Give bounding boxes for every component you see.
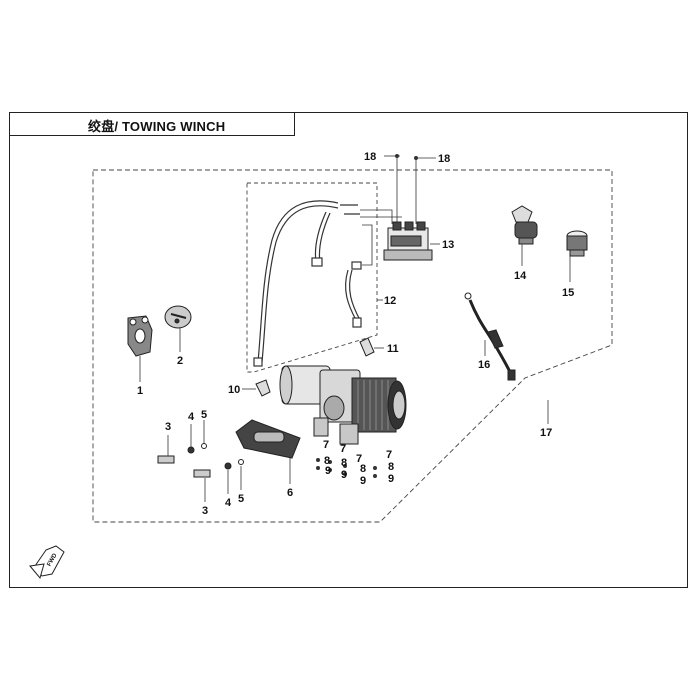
page-title: 绞盘/ TOWING WINCH xyxy=(88,119,226,134)
callout-6: 6 xyxy=(287,487,293,499)
assembly-outline-17 xyxy=(92,169,613,523)
fastener-set-c xyxy=(316,458,377,478)
fairlead-part xyxy=(235,419,301,459)
callout-12: 12 xyxy=(384,295,396,307)
wire-harness-part xyxy=(253,200,362,367)
fastener-set-b xyxy=(193,459,244,478)
callout-9d: 9 xyxy=(388,473,394,485)
callout-14: 14 xyxy=(514,270,527,282)
callout-8b: 8 xyxy=(341,457,347,469)
callout-4a: 4 xyxy=(188,411,195,423)
switch-part xyxy=(511,205,538,245)
leader-lines xyxy=(139,155,571,502)
contactor-part xyxy=(383,221,433,261)
callout-4b: 4 xyxy=(225,497,232,509)
callout-2: 2 xyxy=(177,355,183,367)
callout-9b: 9 xyxy=(341,469,347,481)
harness-outline-12 xyxy=(246,182,378,373)
callout-8a: 8 xyxy=(324,455,330,467)
callout-7a: 7 xyxy=(323,439,329,451)
callout-7c: 7 xyxy=(356,453,362,465)
callout-8c: 8 xyxy=(360,463,366,475)
callout-8d: 8 xyxy=(388,461,394,473)
bolt-18b-icon xyxy=(414,156,418,160)
terminal-10-part xyxy=(242,379,271,397)
title-box xyxy=(9,112,295,136)
callout-3b: 3 xyxy=(202,505,208,517)
callout-5a: 5 xyxy=(201,409,207,421)
fwd-arrow-icon xyxy=(29,545,65,580)
winch-part xyxy=(279,365,407,445)
diagram-frame xyxy=(9,112,688,588)
bracket-part xyxy=(127,315,153,357)
callout-16: 16 xyxy=(478,359,490,371)
callout-5b: 5 xyxy=(238,493,244,505)
callout-7d: 7 xyxy=(386,449,392,461)
callout-3a: 3 xyxy=(165,421,171,433)
callout-13: 13 xyxy=(442,239,454,251)
callout-15: 15 xyxy=(562,287,574,299)
callout-18a: 18 xyxy=(364,151,376,163)
callout-9c: 9 xyxy=(360,475,366,487)
callout-7b: 7 xyxy=(340,443,346,455)
callout-1: 1 xyxy=(137,385,143,397)
cover-part xyxy=(164,305,192,329)
terminal-11-part xyxy=(359,337,384,357)
socket-part xyxy=(566,230,588,257)
cable-part xyxy=(464,292,516,381)
fastener-set-a xyxy=(157,443,207,464)
callout-11: 11 xyxy=(387,343,399,355)
callout-18b: 18 xyxy=(438,153,450,165)
callout-10: 10 xyxy=(228,384,240,396)
callout-labels: 1 2 3 3 4 4 5 5 6 7 7 7 7 8 8 8 8 9 9 9 … xyxy=(47,151,575,568)
callout-17: 17 xyxy=(540,427,552,439)
callout-9a: 9 xyxy=(325,465,331,477)
